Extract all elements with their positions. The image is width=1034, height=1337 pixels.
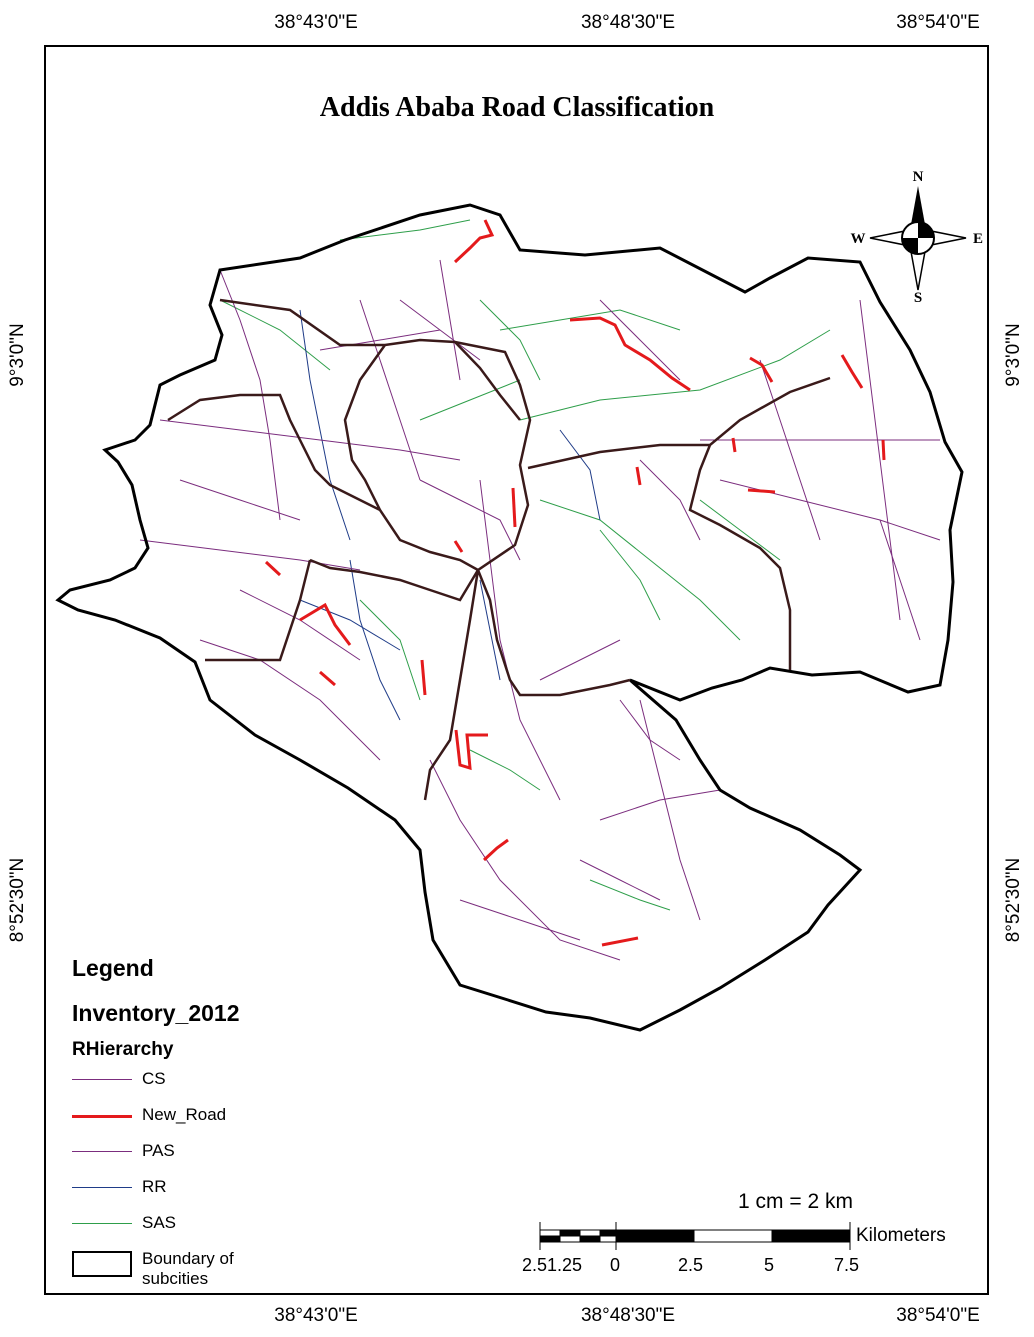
legend-label-cs: CS (142, 1069, 166, 1088)
legend-item-rr: RR (72, 1177, 239, 1213)
legend-layer-name: Inventory_2012 (72, 1000, 240, 1026)
map-frame (44, 45, 989, 1295)
legend-swatch-rr (72, 1187, 132, 1188)
rr-roads (299, 309, 601, 721)
legend: Legend Inventory_2012 RHierarchy CS New_… (72, 955, 240, 1288)
legend-title: Legend (72, 955, 154, 981)
legend-item-boundary: Boundary of subcities (72, 1249, 239, 1288)
legend-field-name: RHierarchy (72, 1039, 174, 1060)
legend-label-new-road: New_Road (142, 1105, 227, 1124)
legend-swatch-new-road (72, 1115, 132, 1118)
north-arrow-icon: N S E W (851, 169, 984, 306)
compass-north-label: N (913, 169, 924, 185)
legend-swatch-cs (72, 1079, 132, 1080)
scale-bar (539, 1222, 851, 1250)
top-lon-label-1: 38°43'0"E (274, 12, 358, 33)
subcity-boundaries (55, 203, 964, 1032)
top-lon-label-2: 38°48'30"E (580, 12, 676, 33)
legend-label-boundary: Boundary of subcities (142, 1249, 234, 1288)
legend-item-new-road: New_Road (72, 1105, 239, 1141)
compass-west-label: W (851, 231, 866, 247)
scale-tick-2-5: 2.5 (678, 1255, 704, 1275)
legend-swatch-pas (72, 1151, 132, 1152)
sas-roads (219, 219, 831, 911)
map-title: Addis Ababa Road Classification (319, 92, 715, 123)
legend-item-pas: PAS (72, 1141, 239, 1177)
top-lon-label-3: 38°54'0"E (896, 12, 980, 33)
bottom-lon-label-1: 38°43'0"E (274, 1305, 358, 1326)
scale-tick-7-5: 7.5 (834, 1255, 860, 1275)
inner-boundary (167, 298, 831, 801)
road-network (139, 219, 941, 961)
legend-label-rr: RR (142, 1177, 167, 1196)
scale-tick-5: 5 (764, 1255, 775, 1275)
new-roads (264, 219, 886, 947)
bottom-lon-label-2: 38°48'30"E (580, 1305, 676, 1326)
scale-tick-zero: 0 (610, 1255, 621, 1275)
compass-south-label: S (914, 290, 922, 306)
scale-tick-left: 2.51.25 (522, 1255, 583, 1275)
bottom-lon-label-3: 38°54'0"E (896, 1305, 980, 1326)
legend-swatch-sas (72, 1223, 132, 1224)
legend-item-sas: SAS (72, 1213, 239, 1249)
scale-units: Kilometers (856, 1225, 946, 1246)
outer-boundary (55, 203, 964, 1032)
legend-label-pas: PAS (142, 1141, 175, 1160)
legend-swatch-boundary (72, 1251, 132, 1277)
pas-roads (139, 259, 941, 961)
compass-east-label: E (973, 231, 983, 247)
scale-ratio: 1 cm = 2 km (738, 1190, 853, 1213)
legend-item-cs: CS (72, 1069, 239, 1105)
legend-label-sas: SAS (142, 1213, 177, 1232)
